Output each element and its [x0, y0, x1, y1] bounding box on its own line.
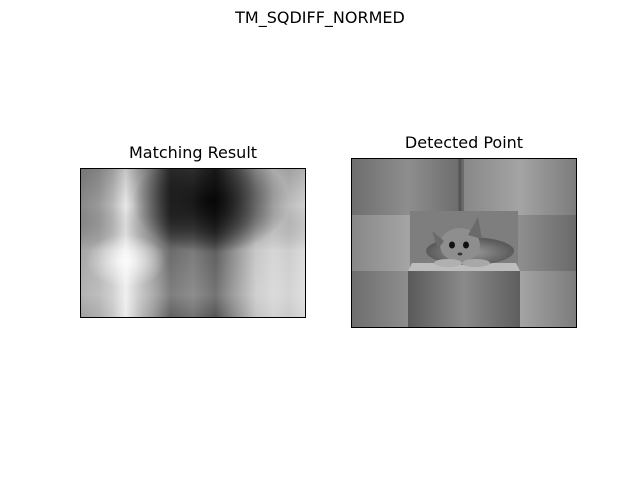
detected-point-title: Detected Point [404, 133, 524, 152]
figure-suptitle: TM_SQDIFF_NORMED [235, 8, 405, 27]
detected-point-image [351, 158, 577, 328]
detected-point-photo [352, 159, 576, 327]
matching-result-image [80, 168, 306, 318]
matching-result-heatmap [81, 169, 305, 317]
matching-result-title: Matching Result [128, 143, 258, 162]
